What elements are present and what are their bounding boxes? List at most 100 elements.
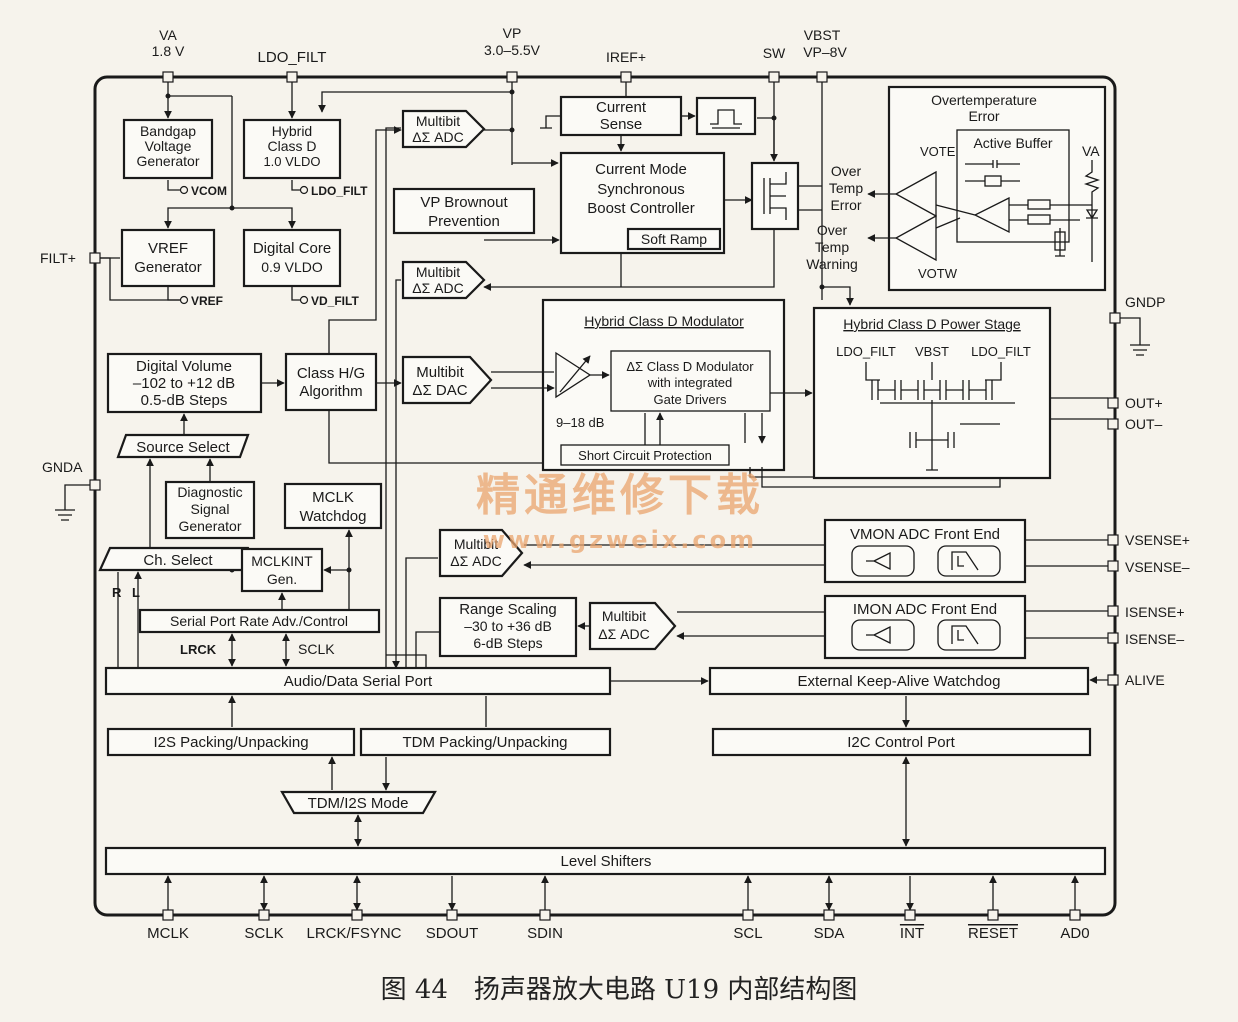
pin-lrck-label: LRCK/FSYNC bbox=[306, 925, 401, 942]
ot-warning-comparator-icon bbox=[894, 214, 937, 262]
pin-sw-label: SW bbox=[763, 45, 786, 61]
vref-out-label: VREF bbox=[191, 294, 223, 308]
mclk-int-line2: Gen. bbox=[267, 571, 297, 587]
current-sense-line2: Sense bbox=[600, 116, 643, 133]
pin-gndp-label: GNDP bbox=[1125, 294, 1165, 310]
pin-vbst-label: VBST bbox=[804, 27, 841, 43]
sclk-label: SCLK bbox=[298, 641, 335, 657]
pin-sdout-label: SDOUT bbox=[426, 925, 479, 942]
pin-vsense-n-label: VSENSE– bbox=[1125, 559, 1190, 575]
pin-ldo-filt-label: LDO_FILT bbox=[258, 49, 327, 66]
r-label: R bbox=[112, 585, 122, 600]
imon-buffer-icon bbox=[851, 619, 915, 651]
bandgap-line2: Voltage bbox=[145, 138, 192, 154]
digital-volume-block bbox=[106, 352, 263, 414]
i2c-port-label: I2C Control Port bbox=[847, 734, 955, 751]
soft-ramp-label: Soft Ramp bbox=[641, 231, 707, 247]
otw-line3: Warning bbox=[806, 256, 858, 272]
adc4-line1: Multibit bbox=[602, 608, 646, 624]
figure-caption: 图 44 扬声器放大电路 U19 内部结构图 bbox=[381, 975, 858, 1005]
current-sense-block bbox=[559, 95, 683, 137]
hybrid-ldo-line2: Class D bbox=[267, 138, 316, 154]
hybrid-ldo-line3: 1.0 VLDO bbox=[263, 154, 320, 169]
bandgap-block bbox=[122, 118, 214, 180]
ps-vbst: VBST bbox=[915, 344, 949, 359]
otw-line1: Over bbox=[817, 222, 848, 238]
sense-wires bbox=[1025, 539, 1108, 639]
thermal-diode-symbol bbox=[1083, 160, 1101, 262]
dac-line2: ΔΣ DAC bbox=[412, 382, 467, 399]
power-stage-title: Hybrid Class D Power Stage bbox=[843, 316, 1021, 332]
pin-filt-label: FILT+ bbox=[40, 250, 76, 266]
digital-core-line1: Digital Core bbox=[253, 240, 331, 257]
source-select-block bbox=[116, 433, 250, 459]
lrck-label: LRCK bbox=[180, 642, 217, 657]
pin-vp-label: VP bbox=[503, 25, 522, 41]
class-hg-block bbox=[284, 352, 378, 412]
ps-ldo-filt-left: LDO_FILT bbox=[836, 344, 896, 359]
vmon-buffer-icon bbox=[851, 545, 915, 577]
chip-outline bbox=[93, 75, 1117, 917]
pin-isense-n-label: ISENSE– bbox=[1125, 631, 1184, 647]
modulator-block bbox=[541, 298, 786, 472]
diagnostic-line1: Diagnostic bbox=[177, 484, 242, 500]
fet-symbol bbox=[763, 172, 787, 220]
tdm-pack-label: TDM Packing/Unpacking bbox=[402, 734, 567, 751]
pin-filt bbox=[89, 252, 101, 264]
vmon-lpf-icon bbox=[937, 545, 1001, 577]
audio-port-label: Audio/Data Serial Port bbox=[284, 673, 433, 690]
adc2-line1: Multibit bbox=[416, 264, 460, 280]
ot-title-line1: Overtemperature bbox=[931, 92, 1037, 108]
ote-line1: Over bbox=[831, 163, 862, 179]
boost-line2: Synchronous bbox=[597, 181, 685, 198]
pin-iref bbox=[620, 71, 632, 83]
mclk-int-line1: MCLKINT bbox=[251, 553, 313, 569]
port-bus-lines bbox=[385, 127, 440, 669]
pin-va-voltage: 1.8 V bbox=[152, 43, 185, 59]
hysteresis-icon bbox=[710, 109, 742, 129]
modulator-inner-line2: with integrated bbox=[647, 375, 733, 390]
brownout-line1: VP Brownout bbox=[420, 194, 508, 211]
pin-scl-label: SCL bbox=[733, 925, 762, 942]
vote-label: VOTE bbox=[920, 144, 956, 159]
mclk-watchdog-line2: Watchdog bbox=[300, 508, 367, 525]
hybrid-ldo-block bbox=[242, 118, 342, 180]
pin-vbst-voltage: VP–8V bbox=[803, 44, 847, 60]
tdm-mode-label: TDM/I2S Mode bbox=[308, 795, 409, 812]
modulator-inner-line3: Gate Drivers bbox=[654, 392, 727, 407]
pin-sda-label: SDA bbox=[814, 925, 845, 942]
pin-out-p bbox=[1107, 397, 1119, 409]
source-select-label: Source Select bbox=[136, 439, 230, 456]
pin-gnda-label: GNDA bbox=[42, 459, 83, 475]
ot-title-line2: Error bbox=[968, 108, 999, 124]
range-scaling-line2: –30 to +36 dB bbox=[464, 618, 552, 634]
modulator-inner-line1: ΔΣ Class D Modulator bbox=[626, 359, 754, 374]
pin-vsense-n bbox=[1107, 560, 1119, 572]
pin-alive-label: ALIVE bbox=[1125, 672, 1165, 688]
digital-core-line2: 0.9 VLDO bbox=[261, 259, 323, 275]
bandgap-line1: Bandgap bbox=[140, 123, 196, 139]
pin-vbst bbox=[816, 71, 828, 83]
pin-va bbox=[162, 71, 174, 83]
bandgap-line3: Generator bbox=[136, 153, 199, 169]
adc2-line2: ΔΣ ADC bbox=[412, 280, 463, 296]
pin-gnda bbox=[89, 479, 101, 491]
gain-label: 9–18 dB bbox=[556, 415, 604, 430]
active-buffer-block bbox=[956, 129, 1070, 243]
mclk-watchdog-line1: MCLK bbox=[312, 489, 354, 506]
pin-vsense-p bbox=[1107, 534, 1119, 546]
pin-isense-p-label: ISENSE+ bbox=[1125, 604, 1185, 620]
boost-line1: Current Mode bbox=[595, 161, 687, 178]
pin-reset-label: RESET bbox=[968, 925, 1018, 942]
hybrid-ldo-line1: Hybrid bbox=[272, 123, 312, 139]
pin-ldo-filt bbox=[286, 71, 298, 83]
imon-label: IMON ADC Front End bbox=[853, 601, 997, 618]
short-circuit-label: Short Circuit Protection bbox=[578, 448, 712, 463]
diagnostic-line3: Generator bbox=[178, 518, 241, 534]
brownout-line2: Prevention bbox=[428, 213, 500, 230]
votw-label: VOTW bbox=[918, 266, 958, 281]
adc4-line2: ΔΣ ADC bbox=[598, 626, 649, 642]
i2s-pack-label: I2S Packing/Unpacking bbox=[153, 734, 308, 751]
keepalive-label: External Keep-Alive Watchdog bbox=[798, 673, 1001, 690]
vcom-label: VCOM bbox=[191, 184, 227, 198]
